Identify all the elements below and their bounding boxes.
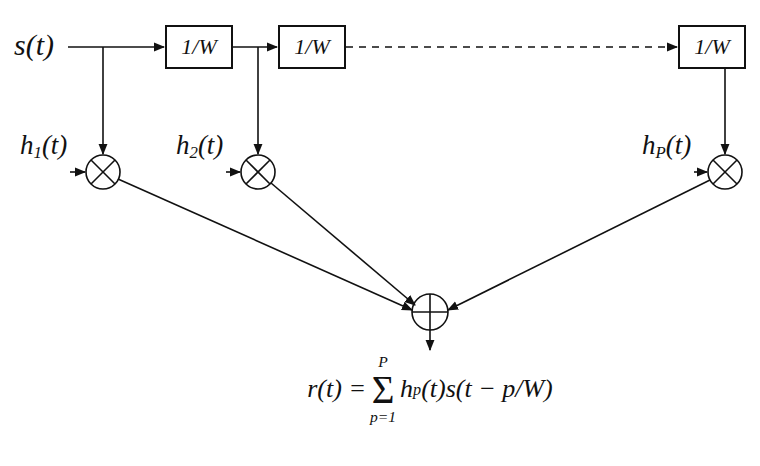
multiplier-symbol [708, 155, 742, 189]
multiplier-symbol [86, 155, 120, 189]
delay-label: 1/W [694, 36, 729, 58]
signal-label: s(t) [14, 30, 54, 60]
delay-label: 1/W [294, 36, 329, 58]
signal-label: r(t) = [307, 376, 366, 402]
tap-wire [724, 69, 726, 154]
signal-label-group: s(t) [14, 30, 54, 60]
gain-wire [70, 171, 85, 173]
tap-wire [257, 47, 259, 154]
input-wire [68, 46, 164, 48]
product-wire [271, 183, 415, 305]
signal-label: (t)s(t − p/W) [421, 376, 553, 402]
signal-label: p=1 [370, 409, 396, 425]
tap-wire [102, 47, 104, 154]
signal-label: h [176, 132, 190, 159]
gain-wire [694, 171, 707, 173]
delay-box: 1/W [278, 25, 346, 69]
signal-label: Σ [372, 370, 395, 409]
multiplier-symbol [241, 155, 275, 189]
subscript: p [413, 382, 421, 398]
subscript: P [656, 145, 666, 162]
signal-label-group: h1(t) [20, 132, 67, 159]
delay-label: 1/W [181, 36, 216, 58]
signal-label: (t) [198, 132, 223, 159]
product-wire [118, 179, 412, 310]
signal-label: h [642, 132, 656, 159]
delay-box: 1/W [678, 25, 746, 69]
product-wire [448, 180, 710, 310]
output-formula: r(t) =PΣp=1hp(t)s(t − p/W) [307, 354, 553, 424]
subscript: 2 [190, 145, 198, 162]
signal-label: (t) [42, 132, 67, 159]
sum-limits: PΣp=1 [370, 354, 396, 424]
delay-link [346, 46, 677, 48]
delay-link [233, 46, 277, 48]
output-wire [429, 330, 431, 350]
signal-label: h [400, 376, 413, 402]
signal-label: P [378, 354, 388, 370]
signal-label-group: h2(t) [176, 132, 223, 159]
signal-label: (t) [666, 132, 691, 159]
signal-label: h [20, 132, 34, 159]
gain-wire [226, 171, 240, 173]
adder-symbol [412, 294, 448, 330]
subscript: 1 [34, 145, 42, 162]
delay-box: 1/W [165, 25, 233, 69]
signal-label-group: hP(t) [642, 132, 691, 159]
